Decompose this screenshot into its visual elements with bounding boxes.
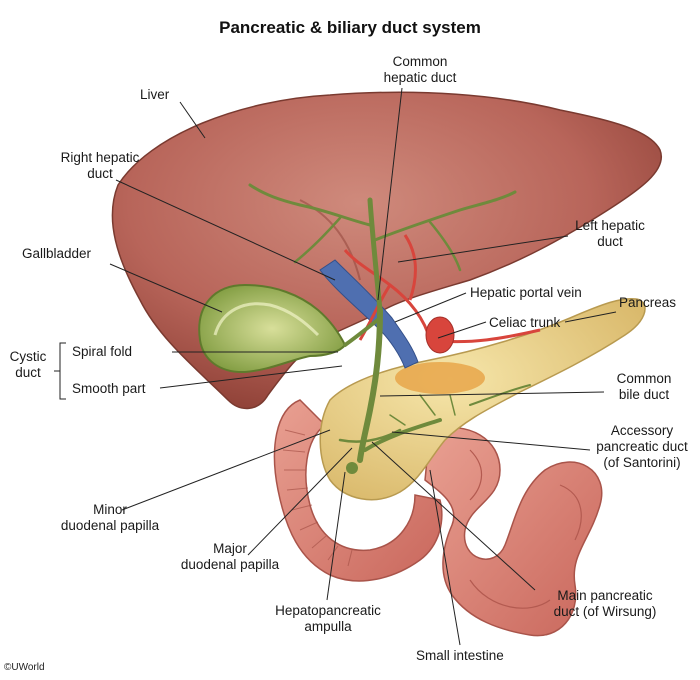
label-main-pancreatic-duct: Main pancreatic duct (of Wirsung) (553, 588, 657, 619)
portal-vein-shape (319, 259, 419, 369)
label-common-bile-duct: Common bile duct (616, 371, 672, 402)
celiac-trunk-shape (425, 316, 455, 354)
duodenum-folds (282, 429, 353, 567)
label-left-hepatic-duct: Left hepatic duct (575, 218, 645, 249)
label-smooth-part: Smooth part (72, 381, 146, 396)
label-celiac-trunk: Celiac trunk (489, 315, 561, 330)
label-common-hepatic-duct: Common hepatic duct (383, 54, 457, 85)
label-minor-duodenal-papilla: Minor duodenal papilla (60, 502, 160, 533)
duodenum-shape (273, 399, 443, 582)
label-pancreas: Pancreas (619, 295, 677, 310)
leader-lines (54, 87, 617, 646)
diagram-title: Pancreatic & biliary duct system (219, 18, 481, 37)
label-major-duodenal-papilla: Major duodenal papilla (180, 541, 280, 572)
small-intestine-shape (424, 426, 603, 637)
biliary-ducts (248, 183, 531, 463)
pancreas-shape (319, 298, 646, 501)
label-hepatic-portal-vein: Hepatic portal vein (470, 285, 582, 300)
label-cystic-duct: Cystic duct (9, 349, 47, 380)
label-gallbladder: Gallbladder (22, 246, 92, 261)
label-small-intestine: Small intestine (416, 648, 504, 663)
ampulla-shape (346, 462, 358, 474)
label-hepatopancreatic-ampulla: Hepatopancreatic ampulla (275, 603, 381, 634)
label-spiral-fold: Spiral fold (72, 344, 133, 359)
label-right-hepatic-duct: Right hepatic duct (60, 150, 140, 181)
copyright-credit: ©UWorld (4, 662, 45, 673)
label-liver: Liver (140, 87, 170, 102)
label-accessory-pancreatic-duct: Accessory pancreatic duct (of Santorini) (596, 423, 688, 470)
